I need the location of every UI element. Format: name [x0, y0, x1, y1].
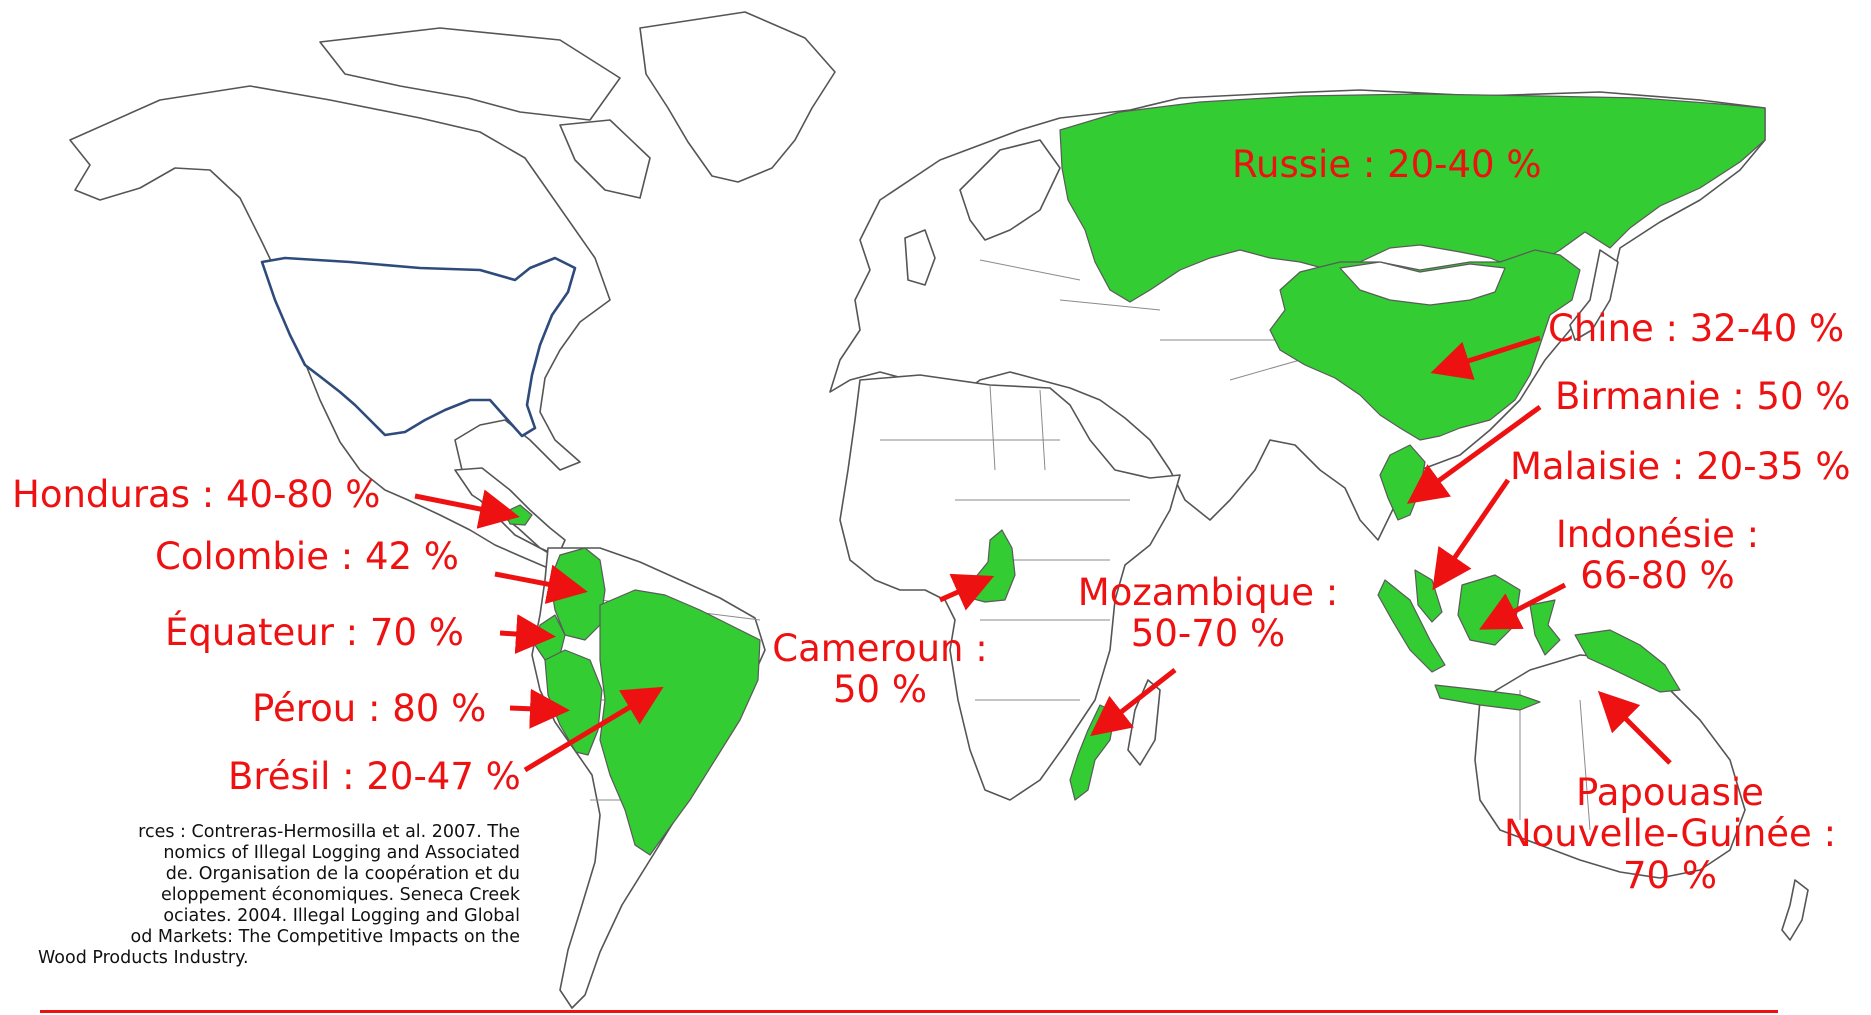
label-mozambique: Mozambique : 50-70 %	[1058, 572, 1358, 655]
indonesia-arrow	[1479, 582, 1567, 630]
label-papua: Papouasie Nouvelle-Guinée : 70 %	[1470, 772, 1870, 896]
uk-shape	[904, 229, 936, 286]
greenland-shape	[639, 11, 836, 183]
label-mozambique-line-1: Mozambique :	[1077, 571, 1339, 614]
baffin-island-shape	[559, 119, 651, 199]
cameroon-arrow	[938, 573, 995, 611]
usa-outline	[260, 256, 577, 438]
indonesia-java-shape	[1434, 684, 1541, 711]
label-peru: Pérou : 80 %	[252, 687, 487, 730]
mozambique-arrow	[1090, 668, 1177, 737]
indonesia-sumatra-shape	[1377, 579, 1446, 673]
papua-shape	[1574, 629, 1681, 693]
brazil-shape	[599, 589, 761, 856]
china-arrow	[1430, 335, 1541, 380]
malaysia-shape	[1414, 569, 1443, 623]
country-borders	[580, 259, 1591, 831]
sources-line-2: nomics of Illegal Logging and Associated	[163, 843, 520, 863]
scandinavia-shape	[959, 139, 1061, 241]
peru-arrow	[509, 688, 570, 729]
papua-arrow	[1597, 690, 1672, 765]
label-burma: Birmanie : 50 %	[1555, 375, 1851, 418]
bottom-rule	[40, 1010, 1778, 1013]
brazil-arrow	[523, 686, 664, 773]
label-cameroon: Cameroun : 50 %	[748, 628, 1012, 711]
arctic-islands-shape	[319, 27, 621, 121]
label-colombia: Colombie : 42 %	[155, 535, 459, 578]
label-indonesia-line-2: 66-80 %	[1580, 554, 1735, 598]
label-ecuador: Équateur : 70 %	[165, 611, 464, 654]
sources-line-5: ociates. 2004. Illegal Logging and Globa…	[163, 906, 520, 926]
label-honduras: Honduras : 40-80 %	[12, 473, 381, 516]
label-china: Chine : 32-40 %	[1548, 307, 1845, 350]
colombia-arrow	[494, 564, 588, 604]
label-indonesia: Indonésie : 66-80 %	[1535, 514, 1780, 597]
label-indonesia-line-1: Indonésie :	[1555, 513, 1760, 556]
label-papua-line-2: Nouvelle-Guinée :	[1503, 812, 1837, 856]
label-malaysia: Malaisie : 20-35 %	[1510, 445, 1851, 488]
label-cameroon-line-2: 50 %	[833, 668, 927, 712]
honduras-arrow	[414, 489, 520, 529]
pointer-arrows	[414, 335, 1672, 773]
malaysia-arrow	[1432, 478, 1511, 591]
sources-line-7: Wood Products Industry.	[38, 948, 249, 968]
japan-shape	[1569, 249, 1619, 341]
label-brazil: Brésil : 20-47 %	[228, 755, 521, 798]
sources-line-1: rces : Contreras-Hermosilla et al. 2007.…	[138, 822, 520, 842]
sources-text: rces : Contreras-Hermosilla et al. 2007.…	[0, 822, 520, 969]
indonesia-sulawesi-shape	[1529, 599, 1561, 656]
madagascar-shape	[1127, 679, 1161, 766]
label-cameroon-line-1: Cameroun :	[772, 627, 988, 670]
indonesia-borneo-shape	[1457, 574, 1521, 646]
ecuador-arrow	[499, 614, 556, 655]
mongolia-hole	[1339, 261, 1506, 306]
label-papua-line-3: 70 %	[1623, 853, 1717, 897]
sources-line-3: de. Organisation de la coopération et du	[165, 864, 520, 884]
china-shape	[1269, 249, 1581, 441]
label-russia: Russie : 20-40 %	[1232, 143, 1542, 186]
burma-arrow	[1406, 404, 1542, 504]
new-zealand-shape	[1781, 879, 1809, 941]
sources-line-4: eloppement économiques. Seneca Creek	[161, 885, 520, 905]
label-papua-line-1: Papouasie	[1576, 771, 1764, 814]
sources-line-6: od Markets: The Competitive Impacts on t…	[130, 927, 521, 947]
label-mozambique-line-2: 50-70 %	[1130, 612, 1286, 656]
